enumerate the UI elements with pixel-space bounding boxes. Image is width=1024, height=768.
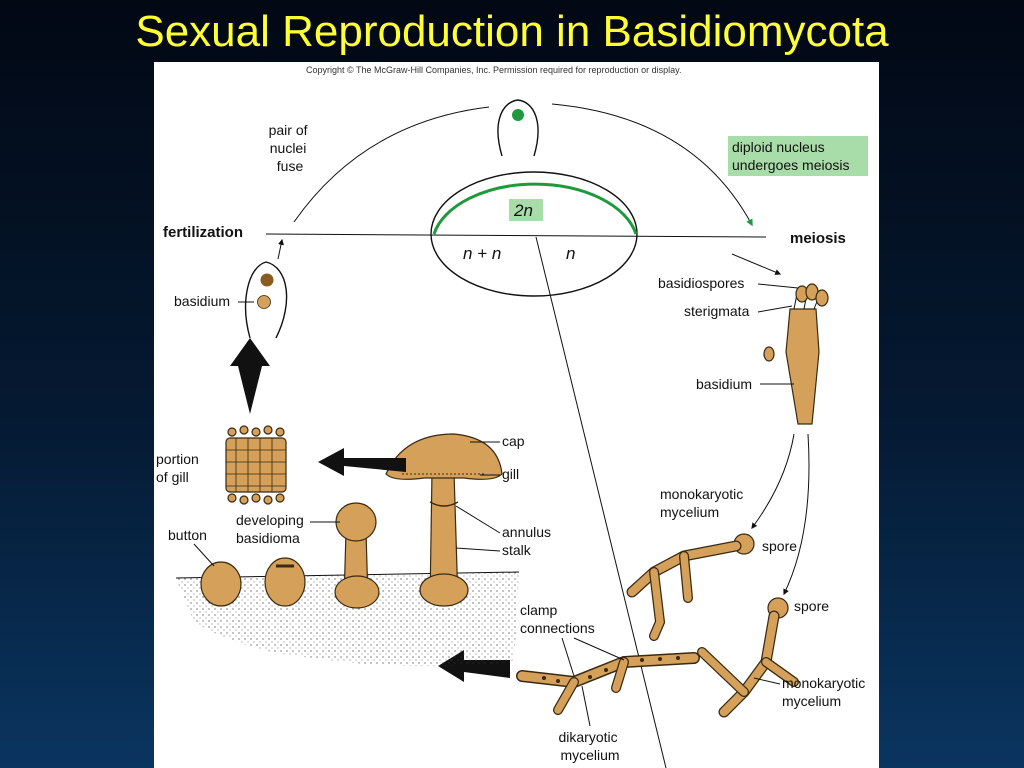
clamp-pointer-2 xyxy=(573,637,625,661)
meiosis-label: meiosis xyxy=(790,230,846,247)
monokaryotic-mycelium-top-label: monokaryotic mycelium xyxy=(660,486,747,520)
gill-label: gill xyxy=(502,466,519,482)
ploidy-ellipse xyxy=(430,171,638,297)
spore-2-label: spore xyxy=(794,598,829,614)
fusion-arrow xyxy=(293,106,490,223)
diploid-meiosis-label: diploid nucleus undergoes meiosis xyxy=(732,139,850,173)
dikaryotic-hyphae xyxy=(516,652,700,715)
phase-divider-line xyxy=(265,233,767,238)
released-spore xyxy=(763,346,775,362)
cap-label: cap xyxy=(502,433,525,449)
monokaryotic-hyphae xyxy=(626,540,799,718)
clamp-pointer-1 xyxy=(561,637,575,677)
basidium-up-arrow xyxy=(277,238,284,260)
basidiospore-3 xyxy=(815,289,829,307)
monokaryotic-mycelium-right-label: monokaryotic mycelium xyxy=(782,675,869,709)
mushroom-cap xyxy=(385,433,503,480)
basidiospores-pointer xyxy=(757,283,799,289)
n-label: n xyxy=(566,244,575,263)
developing-basidioma-1 xyxy=(264,557,306,607)
dikaryotic-pointer xyxy=(581,685,591,727)
basidium-left-label: basidium xyxy=(174,293,230,309)
phase-diagonal-line xyxy=(535,236,667,768)
stalk-pointer xyxy=(455,547,501,552)
developing-basidioma-2-base xyxy=(334,575,380,609)
copyright-notice: Copyright © The McGraw-Hill Companies, I… xyxy=(306,65,681,75)
diagram-panel: Copyright © The McGraw-Hill Companies, I… xyxy=(154,62,879,768)
meiosis-down-arrow xyxy=(731,253,782,275)
2n-label: 2n xyxy=(513,201,533,220)
big-left-arrow-gill xyxy=(318,448,406,476)
life-cycle-diagram: Copyright © The McGraw-Hill Companies, I… xyxy=(156,65,869,768)
gill-portion xyxy=(225,425,287,505)
sterigmata-label: sterigmata xyxy=(684,303,750,319)
dikaryotic-mycelium-label: dikaryotic mycelium xyxy=(558,729,621,763)
monokaryotic-right-pointer xyxy=(753,677,781,685)
slide-title: Sexual Reproduction in Basidiomycota xyxy=(135,7,889,56)
portion-of-gill-label: portion of gill xyxy=(156,451,203,485)
sterigmata-pointer xyxy=(757,305,793,313)
mushroom-base xyxy=(419,573,469,607)
button-pointer xyxy=(193,543,215,567)
button-stage xyxy=(200,561,242,607)
spore-arrow-1 xyxy=(751,433,795,529)
annulus-label: annulus xyxy=(502,524,551,540)
diploid-nucleus xyxy=(512,109,524,121)
spore-arrow-2 xyxy=(783,433,810,596)
developing-basidioma-label: developing basidioma xyxy=(236,512,308,546)
developing-basidioma-2-cap xyxy=(335,502,377,542)
basidiospores-label: basidiospores xyxy=(658,275,744,291)
stalk-label: stalk xyxy=(502,542,532,558)
pair-of-nuclei-fuse-label: pair of nuclei fuse xyxy=(269,122,312,174)
meiosis-arrow xyxy=(551,103,753,227)
diploid-arc xyxy=(432,182,638,235)
nucleus-dark xyxy=(260,273,274,287)
annulus-pointer xyxy=(455,505,501,534)
spore-1-label: spore xyxy=(762,538,797,554)
diploid-meiosis-box xyxy=(728,136,868,176)
n-plus-n-label: n + n xyxy=(463,244,501,263)
nucleus-light xyxy=(257,295,271,309)
basidium-right-cell xyxy=(785,308,820,425)
mushroom-annulus xyxy=(429,501,459,507)
fertilization-label: fertilization xyxy=(163,224,243,241)
big-up-arrow xyxy=(230,338,270,414)
basidium-right-label: basidium xyxy=(696,376,752,392)
2n-box xyxy=(509,199,543,221)
diploid-cell xyxy=(497,99,539,157)
button-label: button xyxy=(168,527,207,543)
clamp-connections-label: clamp connections xyxy=(520,602,595,636)
